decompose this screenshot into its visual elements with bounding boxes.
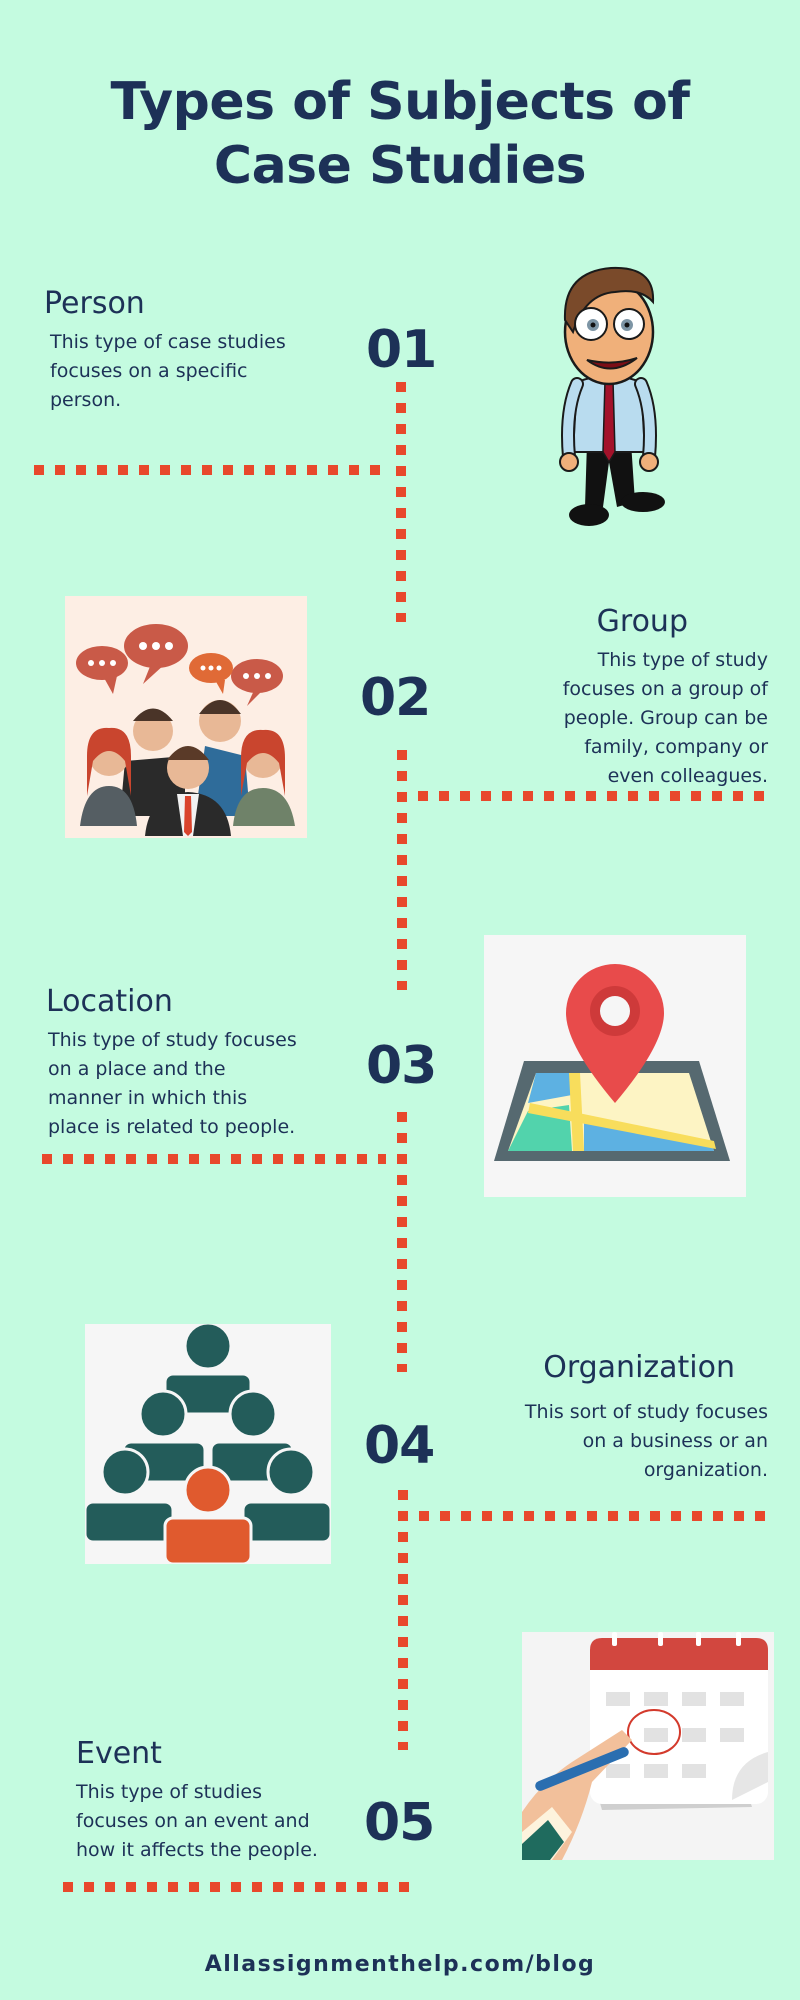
desc-line: even colleagues. [607, 765, 768, 787]
section-number-02: 02 [360, 668, 431, 728]
map-pin-icon [484, 935, 746, 1197]
desc-line: focuses on an event and [76, 1810, 310, 1832]
section-number-04: 04 [364, 1416, 435, 1476]
dotted-timeline [397, 750, 407, 990]
dotted-timeline [398, 1490, 408, 1750]
desc-line: This type of study [597, 649, 768, 671]
section-desc-location: This type of study focuses on a place an… [48, 1026, 297, 1142]
section-heading-group: Group [596, 604, 688, 639]
desc-line: This sort of study focuses [524, 1401, 768, 1423]
section-heading-location: Location [46, 984, 173, 1019]
dotted-connector [418, 791, 768, 801]
section-desc-organization: This sort of study focuses on a business… [440, 1398, 768, 1485]
desc-line: organization. [643, 1459, 768, 1481]
dotted-timeline [396, 382, 406, 622]
section-number-03: 03 [366, 1036, 437, 1096]
section-number-01: 01 [366, 320, 437, 380]
section-desc-group: This type of study focuses on a group of… [440, 646, 768, 791]
title-line-1: Types of Subjects of [110, 72, 690, 132]
desc-line: people. Group can be [563, 707, 768, 729]
desc-line: focuses on a group of [562, 678, 768, 700]
desc-line: how it affects the people. [76, 1839, 318, 1861]
group-of-people-icon [65, 596, 307, 838]
dotted-connector [63, 1882, 413, 1892]
desc-line: person. [50, 389, 122, 411]
desc-line: This type of studies [76, 1781, 263, 1803]
desc-line: on a place and the [48, 1058, 226, 1080]
calendar-icon [522, 1632, 774, 1860]
desc-line: family, company or [584, 736, 768, 758]
dotted-connector [42, 1154, 386, 1164]
section-heading-event: Event [76, 1736, 162, 1771]
desc-line: focuses on a specific [50, 360, 248, 382]
desc-line: place is related to people. [48, 1116, 296, 1138]
section-desc-person: This type of case studies focuses on a s… [50, 328, 286, 415]
section-number-05: 05 [364, 1793, 435, 1853]
desc-line: This type of case studies [50, 331, 286, 353]
desc-line: on a business or an [582, 1430, 768, 1452]
desc-line: This type of study focuses [48, 1029, 297, 1051]
dotted-timeline [397, 1112, 407, 1372]
title-line-2: Case Studies [213, 136, 587, 196]
dotted-connector [419, 1511, 769, 1521]
section-desc-event: This type of studies focuses on an event… [76, 1778, 318, 1865]
organization-hierarchy-icon [83, 1321, 333, 1566]
page-title: Types of Subjects of Case Studies [0, 70, 800, 198]
section-heading-organization: Organization [543, 1350, 735, 1385]
footer-url[interactable]: Allassignmenthelp.com/blog [204, 1952, 596, 1977]
dotted-connector [34, 465, 386, 475]
section-heading-person: Person [44, 286, 145, 321]
desc-line: manner in which this [48, 1087, 248, 1109]
cartoon-man-icon [545, 262, 675, 532]
